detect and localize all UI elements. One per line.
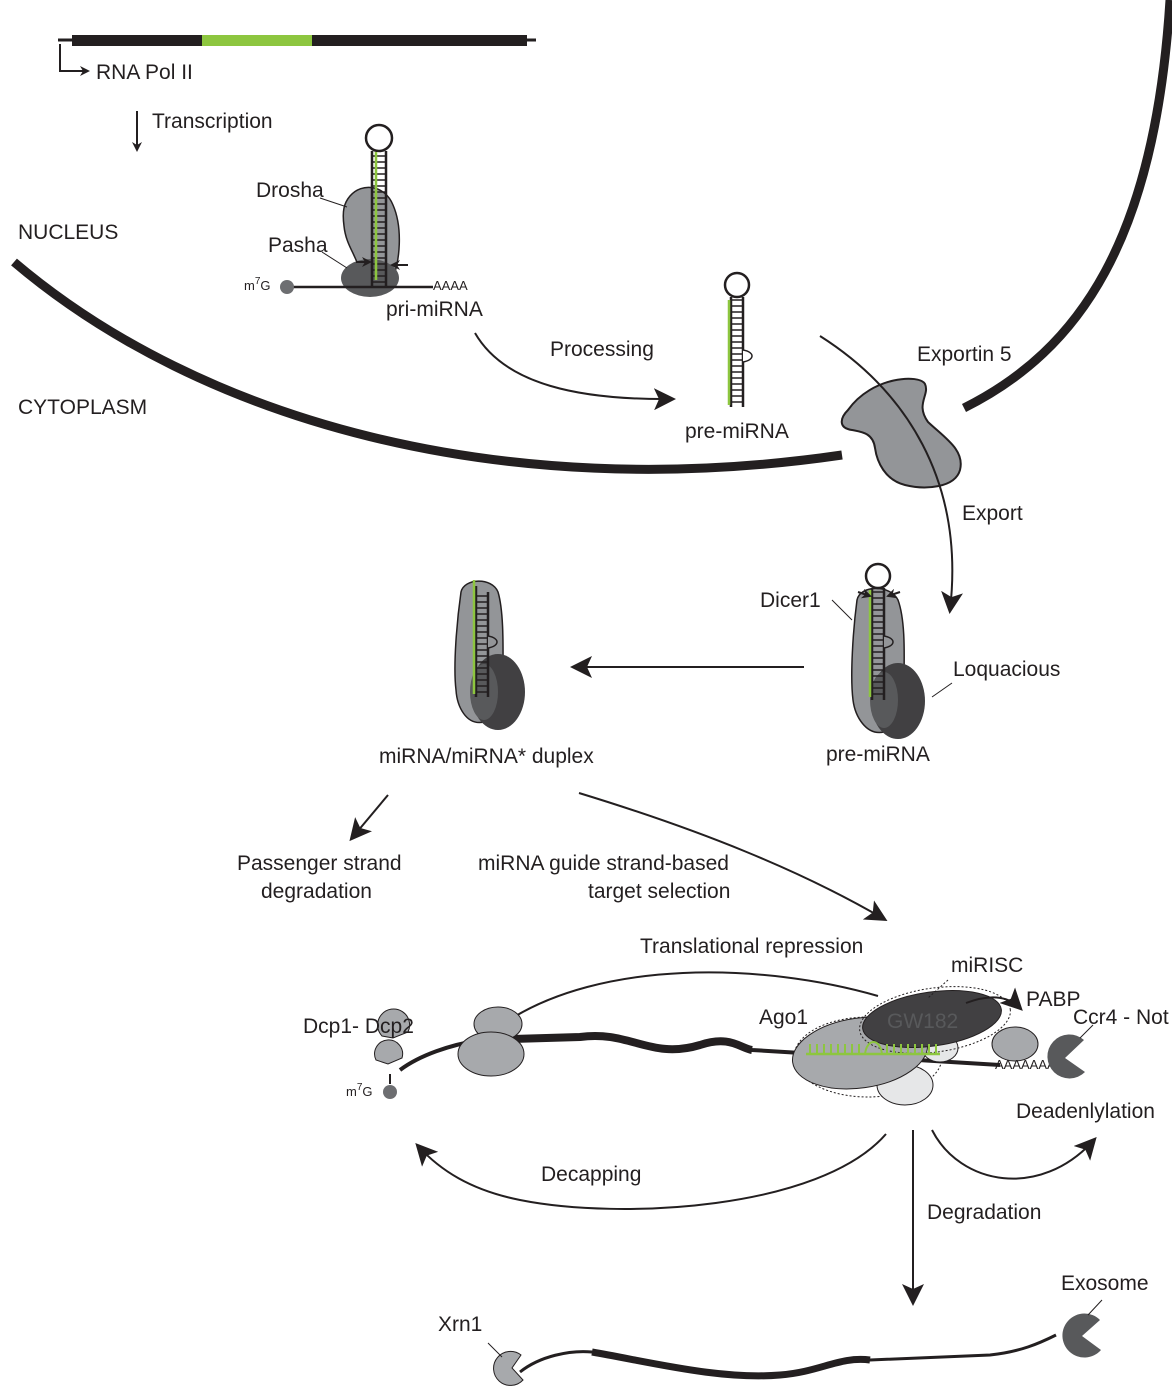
degradation-label: Degradation (927, 1201, 1041, 1224)
passenger-label-2: degradation (261, 880, 372, 903)
exosome-protein (1062, 1314, 1101, 1358)
pri-mirna-label: pri-miRNA (386, 298, 483, 321)
exportin5-protein (842, 379, 961, 488)
gene-bar (58, 35, 536, 46)
promoter-arrow (60, 44, 88, 71)
hairpin-loop-2 (866, 564, 890, 588)
exosome-label: Exosome (1061, 1272, 1149, 1295)
m7g-label-2: m7G (346, 1082, 373, 1099)
cap-circle-2 (383, 1085, 397, 1099)
pre-mirna-label-2: pre-miRNA (826, 743, 930, 766)
xrn1-protein (494, 1351, 523, 1385)
aaaaaaa-label: AAAAAAA (995, 1057, 1056, 1072)
transcription-label: Transcription (152, 110, 273, 133)
aaaa-label: AAAA (433, 278, 468, 293)
decapping-label: Decapping (541, 1163, 641, 1186)
pabp-protein (992, 1027, 1038, 1061)
pasha-label: Pasha (268, 234, 328, 257)
nucleus-label: NUCLEUS (18, 221, 118, 244)
mirisc-complex (788, 978, 1038, 1105)
dcp-label: Dcp1- Dcp2 (303, 1015, 414, 1038)
export-label: Export (962, 502, 1023, 525)
mirna-duplex-complex (455, 580, 525, 730)
deadenylation-arrow (932, 1130, 1094, 1179)
translational-repression-inhibition (506, 972, 878, 1022)
translational-repression-label: Translational repression (640, 935, 863, 958)
loquacious-label: Loquacious (953, 658, 1060, 681)
mirna-gene-region (202, 35, 312, 46)
m7g-label-1: m7G (244, 276, 271, 293)
decapping-arrow (418, 1134, 886, 1209)
ribosome (458, 1007, 524, 1076)
passenger-label-1: Passenger strand (237, 852, 402, 875)
guide-label-1: miRNA guide strand-based (478, 852, 729, 875)
drosha-label: Drosha (256, 179, 324, 202)
cap-circle-1 (280, 280, 294, 294)
pasha-protein (341, 259, 399, 297)
mirisc-label: miRISC (951, 954, 1023, 977)
cytoplasm-label: CYTOPLASM (18, 396, 147, 419)
dicer1-label: Dicer1 (760, 589, 821, 612)
ago1-label: Ago1 (759, 1006, 808, 1029)
duplex-label: miRNA/miRNA* duplex (379, 745, 594, 768)
ccr4-not-label: Ccr4 - Not (1073, 1006, 1169, 1029)
gw182-label: GW182 (887, 1010, 958, 1033)
pre-mirna-label-1: pre-miRNA (685, 420, 789, 443)
exportin5-label: Exportin 5 (917, 343, 1012, 366)
xrn1-label: Xrn1 (438, 1313, 482, 1336)
pri-mirna-complex (280, 125, 433, 297)
dicer-complex (852, 564, 925, 739)
pre-mirna-hairpin-1 (725, 273, 752, 407)
hairpin-loop-1 (366, 125, 392, 151)
processing-label: Processing (550, 338, 654, 361)
rna-pol-label: RNA Pol II (96, 61, 193, 84)
deadenylation-label: Deadenlylation (1016, 1100, 1155, 1123)
passenger-arrow (352, 795, 388, 838)
guide-label-2: target selection (588, 880, 730, 903)
